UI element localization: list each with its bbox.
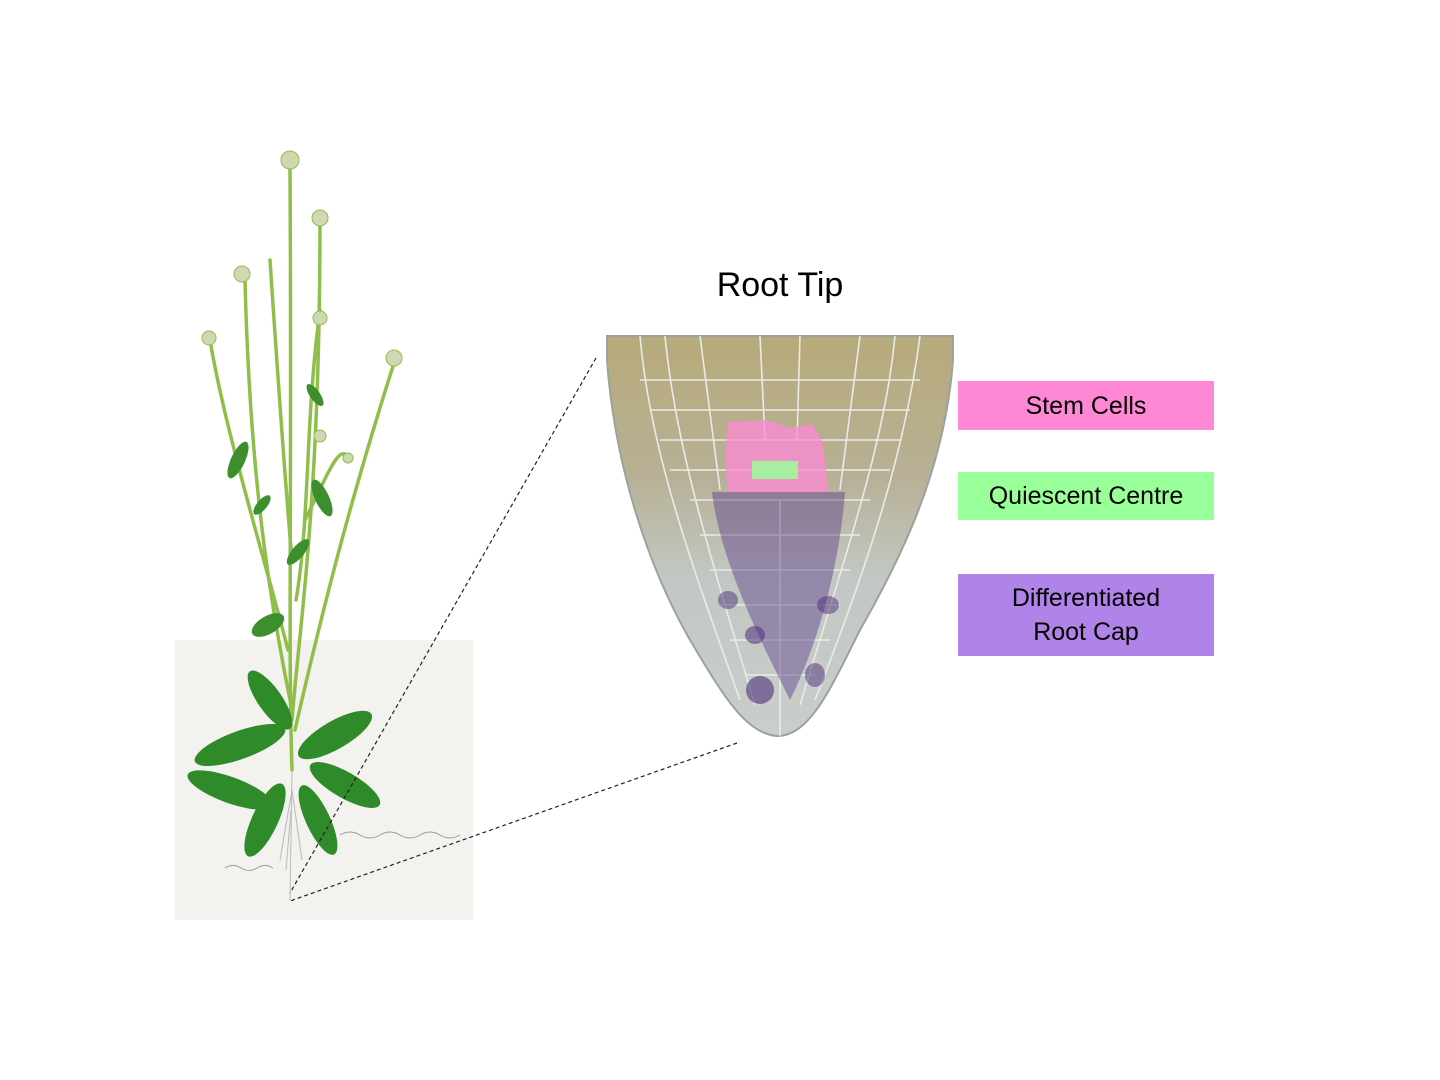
roots [279,769,303,901]
stem-cells-region [725,420,828,492]
quiescent-centre-region [752,461,798,479]
legend-root-cap: Differentiated Root Cap [958,574,1214,656]
legend-root-cap-label: Differentiated Root Cap [1011,584,1161,646]
signature-scribble [224,831,461,871]
zoom-line-bottom [289,742,738,902]
stem-leaves [227,383,333,637]
legend-stem-cells-label: Stem Cells [1025,391,1147,420]
legend-quiescent-centre: Quiescent Centre [958,472,1214,520]
diagram-title: Root Tip [716,266,844,304]
legend-quiescent-centre-label: Quiescent Centre [988,482,1184,510]
root-cap-stain [712,492,845,704]
legend-stem-cells: Stem Cells [958,381,1214,430]
flower-clusters [201,150,403,464]
zoom-line-top [289,357,597,894]
rosette-leaves [187,670,381,857]
cell-walls [639,336,921,736]
